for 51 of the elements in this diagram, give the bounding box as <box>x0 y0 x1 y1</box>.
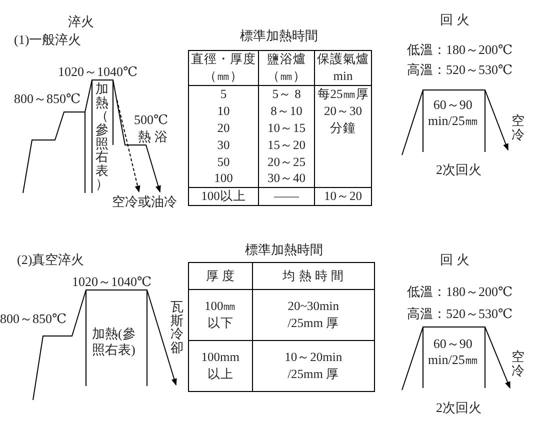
table-value: 100 <box>188 170 258 188</box>
table-value: 30～40 <box>258 170 314 188</box>
temperature-label: 800～850℃ <box>0 311 67 328</box>
heating-note: 加熱(參照右表) <box>92 326 136 358</box>
table-value: 100mm以上 <box>188 340 252 392</box>
time-label: 60～90 min/25㎜ <box>428 97 478 130</box>
temperature-label: 高溫：520～530℃ <box>407 62 513 78</box>
cooling-label: 空冷 <box>511 350 525 378</box>
cooling-label: 空冷或油冷 <box>112 194 177 210</box>
table-value: 10～20 <box>314 188 372 206</box>
section-heading: 回 火 <box>440 12 470 28</box>
temperature-label: 低溫：180～200℃ <box>407 284 513 300</box>
table-value: 5～ 8 <box>258 86 314 103</box>
table-header: 保護氣爐 min <box>314 50 372 86</box>
table-value: 10 <box>188 102 258 120</box>
table-title: 標準加熱時間 <box>245 242 323 258</box>
table-value: 30 <box>188 136 258 154</box>
table-value: 15～20 <box>258 136 314 154</box>
table-value: 10～15 <box>258 120 314 137</box>
tempering-count-label: 2次回火 <box>436 162 482 178</box>
temperature-label: 800～850℃ <box>14 91 81 108</box>
temperature-label: 1020～1040℃ <box>58 64 138 80</box>
table-value: 50 <box>188 154 258 170</box>
section-heading: 回 火 <box>440 252 470 268</box>
table-value: 10～20min /25mm 厚 <box>252 340 374 392</box>
tempering-count-label: 2次回火 <box>436 400 482 416</box>
bath-label: 熱 浴 <box>138 129 168 146</box>
table-value: 100以上 <box>188 188 258 206</box>
time-label: 60～90 min/25㎜ <box>428 336 478 368</box>
table-value: 100㎜以下 <box>188 290 252 340</box>
temperature-label: 1020～1040℃ <box>72 274 152 290</box>
temperature-label: 低溫：180～200℃ <box>407 42 513 58</box>
table-value: 20～25 <box>258 154 314 170</box>
cooling-label: 空冷 <box>511 114 525 142</box>
cooling-label: 瓦斯冷卻 <box>170 300 184 355</box>
table-value: 20 <box>188 120 258 137</box>
heating-note: 加熱（參照右表） <box>95 82 109 192</box>
section-heading: 淬火 <box>68 14 94 30</box>
table-header: 直徑・厚度（㎜） <box>188 50 258 86</box>
table-header: 鹽浴爐（㎜） <box>258 50 314 86</box>
section-heading: (2)真空淬火 <box>17 252 84 268</box>
table-value: 每25㎜厚 20～30 分鐘 <box>314 86 372 188</box>
table-value: —— <box>258 188 314 206</box>
table-value: 5 <box>188 86 258 103</box>
section-heading: (1)一般淬火 <box>14 32 82 48</box>
table-title: 標準加熱時間 <box>240 28 318 44</box>
temperature-label: 500℃ <box>134 112 168 128</box>
table-value: 8～10 <box>258 102 314 120</box>
temperature-label: 高溫：520～530℃ <box>407 306 513 322</box>
table-header: 厚 度 <box>188 262 252 290</box>
table-header: 均 熱 時 間 <box>252 262 374 290</box>
